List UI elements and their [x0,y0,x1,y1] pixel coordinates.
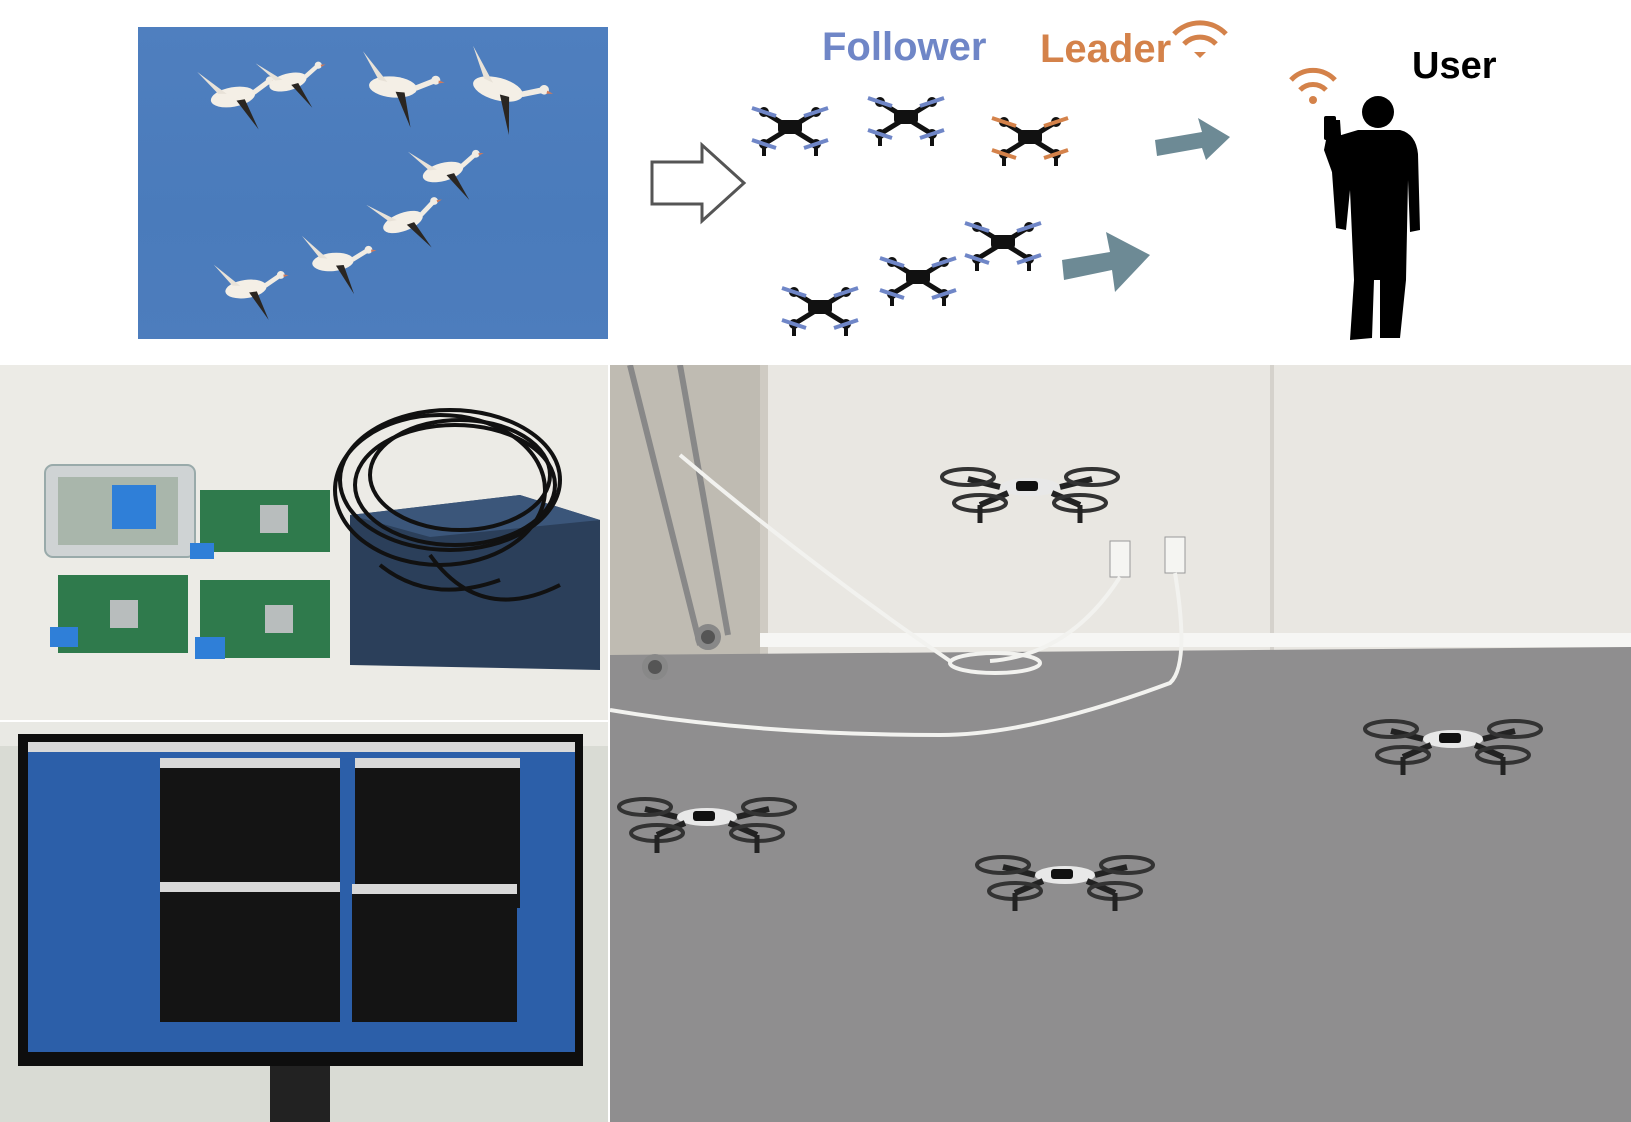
concept-diagram: Follower Leader User [620,0,1631,350]
monitor-stand [270,1066,330,1122]
ethernet-cables [333,408,562,602]
hardware-setup-photo [0,365,608,720]
goose-8 [213,254,295,327]
follower-label: Follower [822,25,986,69]
raspberry-pi-board-2 [50,575,188,653]
follower-drone-1 [752,107,828,156]
raspberry-pi-board-3 [195,580,330,659]
goose-1 [197,58,287,139]
drone-flight-photo [610,365,1631,1122]
wall-outlet-1 [1109,540,1131,578]
geese-flock-photo [138,27,608,339]
goose-7 [302,229,380,299]
follower-drone-4 [880,257,956,306]
follower-drone-3 [782,287,858,336]
wall-outlet-2 [1164,536,1186,574]
raspberry-pi-case [44,464,196,558]
follower-drone-2 [868,97,944,146]
terminal-window-2 [355,758,520,908]
goose-5 [407,132,495,213]
leader-drone [992,117,1068,166]
network-switch [350,495,600,670]
person-silhouette-icon [1324,96,1420,340]
goose-6 [366,180,457,264]
cart [627,365,731,680]
right-arrow-icon [1155,118,1230,160]
monitor-photo [0,722,608,1122]
leader-wifi-icon [1172,20,1228,58]
goose-3 [356,51,447,131]
leader-label: Leader [1040,27,1171,71]
user-label: User [1412,45,1497,87]
right-arrow-icon [1062,232,1150,292]
goose-4 [453,45,560,144]
raspberry-pi-board-1 [190,490,330,559]
hollow-right-arrow-icon [650,141,747,225]
power-cables [610,453,1184,738]
user-wifi-icon [1289,67,1337,104]
terminal-window-4 [352,884,517,1022]
terminal-window-3 [160,882,340,1022]
follower-drone-5 [965,222,1041,271]
